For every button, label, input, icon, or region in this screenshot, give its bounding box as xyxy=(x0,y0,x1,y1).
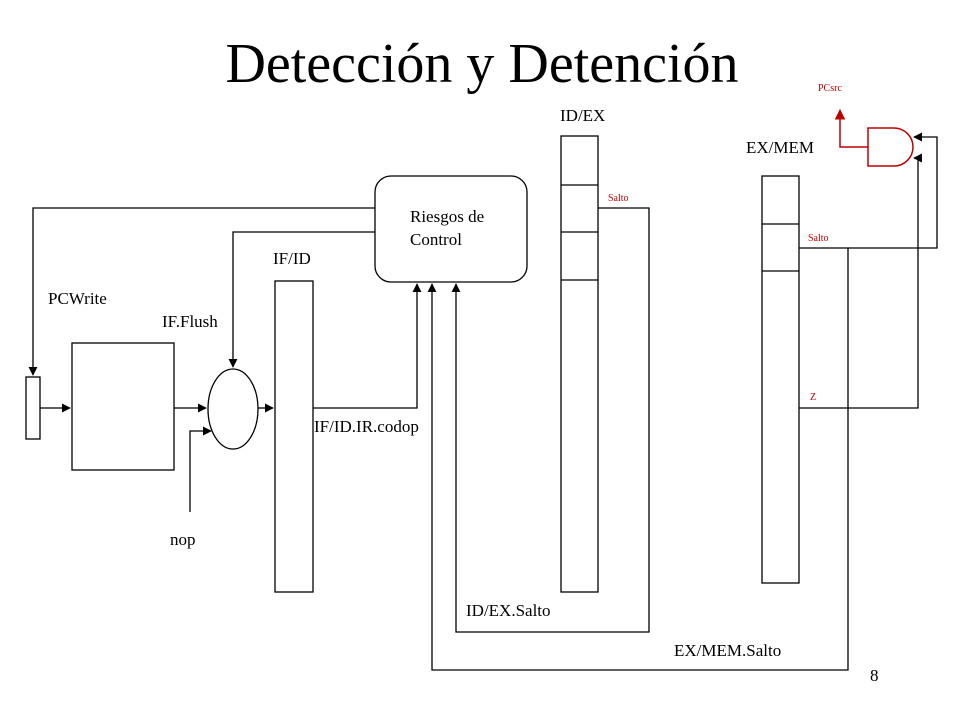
if-id-label: IF/ID xyxy=(273,249,311,268)
slide-title: Detección y Detención xyxy=(225,33,738,95)
wire-ex-mem-salto xyxy=(427,247,849,671)
nop-label: nop xyxy=(170,530,196,549)
z-label: Z xyxy=(810,392,816,403)
wire-nop-to-mux xyxy=(189,426,212,512)
hazard-control-unit xyxy=(374,175,528,283)
pcwrite-label: PCWrite xyxy=(48,289,107,308)
hazard-unit-label: Control xyxy=(410,230,462,249)
wire-if-flush xyxy=(228,231,375,368)
if-id-register xyxy=(274,280,314,593)
id-ex-register xyxy=(560,135,599,593)
pc-register xyxy=(25,376,41,440)
wire-pcwrite xyxy=(28,207,375,376)
id-ex-label: ID/EX xyxy=(560,106,605,125)
pcsrc-label: PCsrc xyxy=(818,83,842,94)
page-number: 8 xyxy=(870,666,879,685)
salto-id-ex-label: Salto xyxy=(608,193,629,204)
and-gate xyxy=(867,127,914,167)
wire-id-ex-salto xyxy=(451,207,650,633)
wire-pcsrc xyxy=(834,108,868,148)
if-flush-label: IF.Flush xyxy=(162,312,218,331)
ex-mem-register xyxy=(761,175,800,584)
if-id-ir-codop-label: IF/ID.IR.codop xyxy=(314,417,419,436)
flush-mux xyxy=(207,368,259,450)
wire-z-to-and xyxy=(799,153,923,409)
wire-if-id-ir-codop xyxy=(313,283,422,409)
ex-mem-label: EX/MEM xyxy=(746,138,814,157)
salto-ex-mem-label: Salto xyxy=(808,233,829,244)
hazard-unit-label: Riesgos de xyxy=(410,207,484,226)
id-ex-salto-label: ID/EX.Salto xyxy=(466,601,551,620)
wire-salto-to-and xyxy=(848,132,938,249)
instruction-memory-block xyxy=(71,342,175,471)
ex-mem-salto-label: EX/MEM.Salto xyxy=(674,641,781,660)
